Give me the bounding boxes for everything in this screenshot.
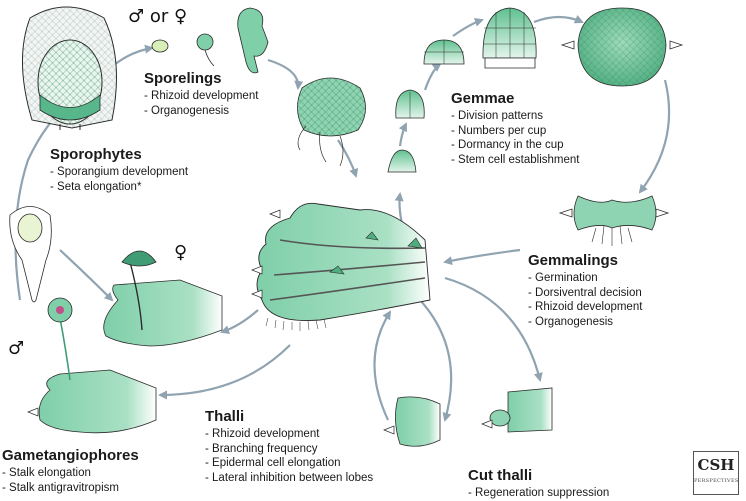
thalli-item: - Lateral inhibition between lobes [205, 471, 374, 484]
arrow-cut-to-thallus [373, 310, 392, 421]
label-sporelings: Sporelings - Rhizoid development - Organ… [144, 70, 258, 118]
gametangiophores-item: - Stalk elongation [2, 467, 91, 479]
label-gemmalings: Gemmalings - Germination - Dorsiventral … [528, 252, 642, 329]
arrow-thallus-to-cut [419, 299, 453, 422]
gemmae-title: Gemmae [451, 90, 515, 107]
logo-main-text: CSH [697, 456, 735, 474]
gemmalings-title: Gemmalings [528, 252, 619, 269]
arrow-thallus-to-gametophore [220, 309, 259, 335]
male-gametangiophore [27, 297, 157, 434]
cycle-arrows [14, 15, 671, 422]
arrow-gemmaling-to-thallus [443, 248, 521, 266]
gemmae-item: - Stem cell establishment [451, 153, 580, 166]
sporophytes-item: - Sporangium development [50, 166, 189, 178]
arrow-gemma-growth-1 [452, 17, 484, 37]
gemmaling [558, 195, 670, 246]
gemmalings-item: - Dorsiventral decision [528, 286, 642, 299]
male-or-female-symbol: ♂ or ♀ [128, 6, 188, 27]
female-symbol: ♀ [174, 242, 188, 263]
gametangiophores-title: Gametangiophores [2, 447, 139, 464]
arrow-up-to-sporophyte [14, 110, 62, 301]
gemmae-item: - Division patterns [451, 110, 544, 122]
arrow-gemma-to-disc [533, 15, 584, 24]
sporophyte-small [9, 206, 52, 303]
logo-sub-text: PERSPECTIVES [694, 478, 739, 484]
spores [151, 7, 269, 74]
sporophyte-detail [21, 6, 117, 130]
thalli-item: - Rhizoid development [205, 428, 320, 440]
csh-perspectives-logo: CSH PERSPECTIVES [693, 451, 739, 495]
label-gametangiophores: Gametangiophores - Stalk elongation - St… [2, 447, 139, 495]
cut-thalli-item: - Regeneration suppression [468, 487, 610, 499]
sporeling-clump [297, 77, 366, 167]
label-thalli: Thalli - Rhizoid development - Branching… [205, 408, 373, 485]
arrow-gemma-growth-2 [423, 62, 442, 91]
cut-thalli-title: Cut thalli [468, 467, 533, 484]
thalli-item: - Epidermal cell elongation [205, 457, 341, 469]
sporophytes-title: Sporophytes [50, 146, 142, 163]
gemmae-item: - Numbers per cup [451, 124, 547, 137]
gemmae-item: - Dormancy in the cup [451, 139, 564, 151]
thalli-title: Thalli [205, 408, 245, 425]
gemmalings-item: - Germination [528, 272, 598, 284]
label-gemmae: Gemmae - Division patterns - Numbers per… [451, 90, 579, 167]
gemmalings-item: - Organogenesis [528, 315, 614, 328]
sporelings-item: - Rhizoid development [144, 90, 259, 102]
central-thallus [251, 202, 431, 331]
gemma-disc [560, 7, 684, 87]
arrow-thallus-to-cut-right [444, 276, 543, 382]
gemmae-sequence [387, 7, 537, 173]
arrow-sporophyte-to-gametophore [59, 249, 114, 302]
sporelings-item: - Organogenesis [144, 104, 230, 117]
arrow-gemma-growth-3 [398, 122, 407, 147]
cut-thalli [383, 387, 553, 447]
thalli-item: - Branching frequency [205, 442, 318, 455]
arrow-disc-to-gemmaling [638, 79, 671, 194]
arrow-thallus-to-male [158, 344, 291, 400]
sporelings-title: Sporelings [144, 70, 222, 87]
gemmalings-item: - Rhizoid development [528, 301, 643, 313]
label-cut-thalli: Cut thalli - Regeneration suppression [468, 467, 609, 501]
arrow-sporeling-to-thallus [337, 139, 359, 178]
arrow-spores-to-sporeling [267, 58, 304, 90]
label-sporophytes: Sporophytes - Sporangium development - S… [50, 146, 188, 194]
male-symbol: ♂ [8, 338, 25, 359]
gametangiophores-item: - Stalk antigravitropism [2, 481, 119, 494]
sporophytes-item: - Seta elongation* [50, 180, 142, 193]
female-gametangiophore [103, 250, 223, 347]
